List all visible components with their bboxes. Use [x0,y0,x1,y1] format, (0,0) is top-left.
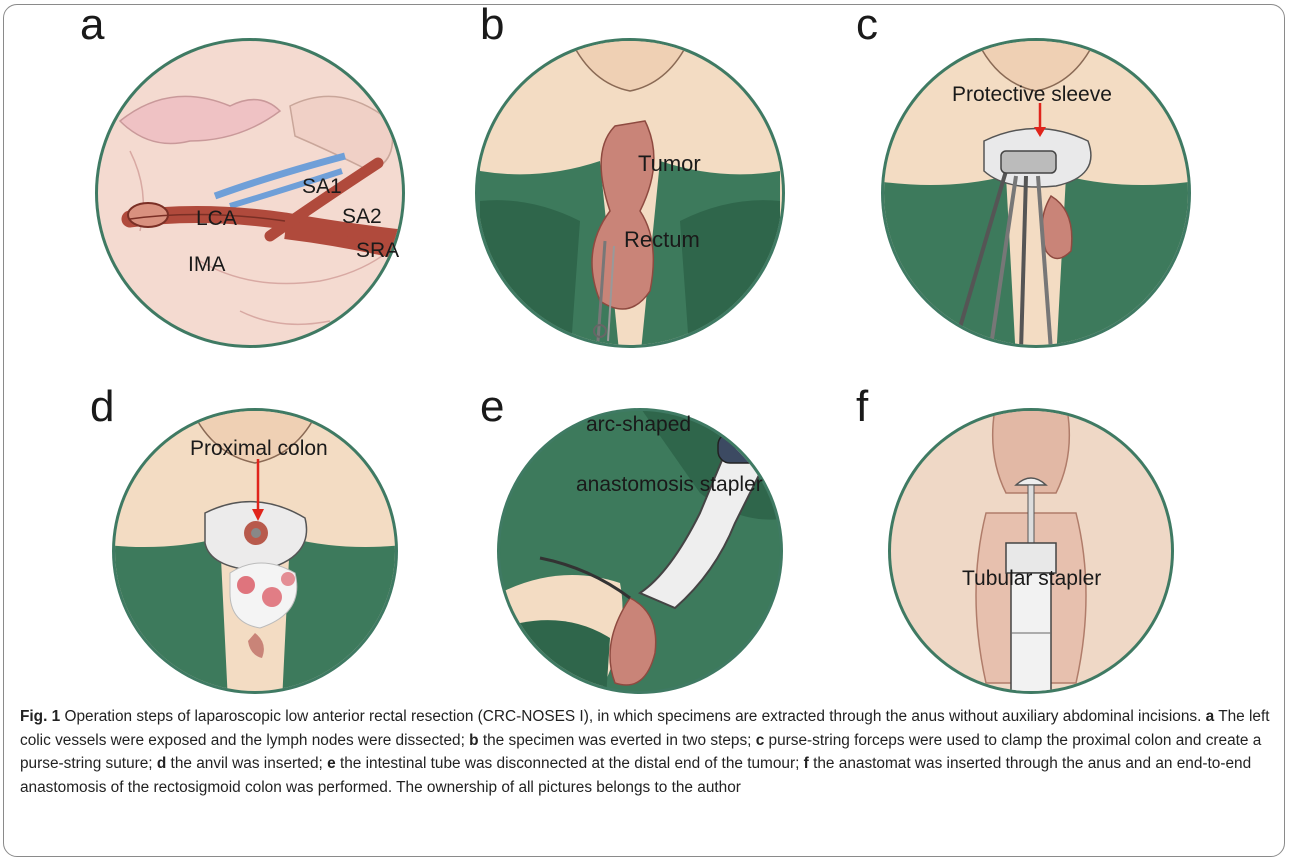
caption-intro: Operation steps of laparoscopic low ante… [60,708,1205,725]
panel-d: d Proximal colon [90,393,430,743]
panel-c: c Protective sleeve [856,11,1196,361]
caption-text-e: the intestinal tube was disconnected at … [336,755,804,772]
label-arc-shaped: arc-shaped [586,413,691,436]
label-ima: IMA [188,253,225,276]
label-rectum: Rectum [624,227,700,252]
label-sra: SRA [356,239,399,262]
panel-d-illustration: Proximal colon [90,393,430,743]
figure: a SA1 LCA SA2 IMA SR [3,4,1285,857]
caption-fig-label: Fig. 1 [20,708,60,725]
caption-key-d: d [157,755,166,772]
label-lca: LCA [196,207,237,230]
caption-text-b: the specimen was everted in two steps; [479,732,756,749]
figure-caption: Fig. 1 Operation steps of laparoscopic l… [20,705,1270,799]
caption-key-b: b [469,732,478,749]
label-tubular-stapler: Tubular stapler [962,567,1101,590]
caption-text-d: the anvil was inserted; [166,755,327,772]
caption-key-c: c [756,732,765,749]
caption-key-e: e [327,755,336,772]
caption-key-a: a [1206,708,1215,725]
label-sa2: SA2 [342,205,382,228]
label-tumor: Tumor [638,151,701,176]
label-proximal-colon: Proximal colon [190,437,328,460]
panel-c-illustration: Protective sleeve [856,11,1196,361]
panel-f-illustration: Tubular stapler [856,393,1196,743]
panel-a: a SA1 LCA SA2 IMA SR [80,11,420,361]
panel-e: e arc-shaped anastomosis stapler [480,393,820,743]
panel-a-illustration: SA1 LCA SA2 IMA SRA [80,11,420,361]
panel-f: f Tubular stapler [856,393,1196,743]
label-sa1: SA1 [302,175,342,198]
label-protective-sleeve: Protective sleeve [952,83,1112,106]
panel-b: b Tumor Rectum [480,11,820,361]
label-anastomosis-stapler: anastomosis stapler [576,473,763,496]
panel-b-illustration: Tumor Rectum [480,11,820,361]
panel-e-illustration: arc-shaped anastomosis stapler [480,393,820,743]
